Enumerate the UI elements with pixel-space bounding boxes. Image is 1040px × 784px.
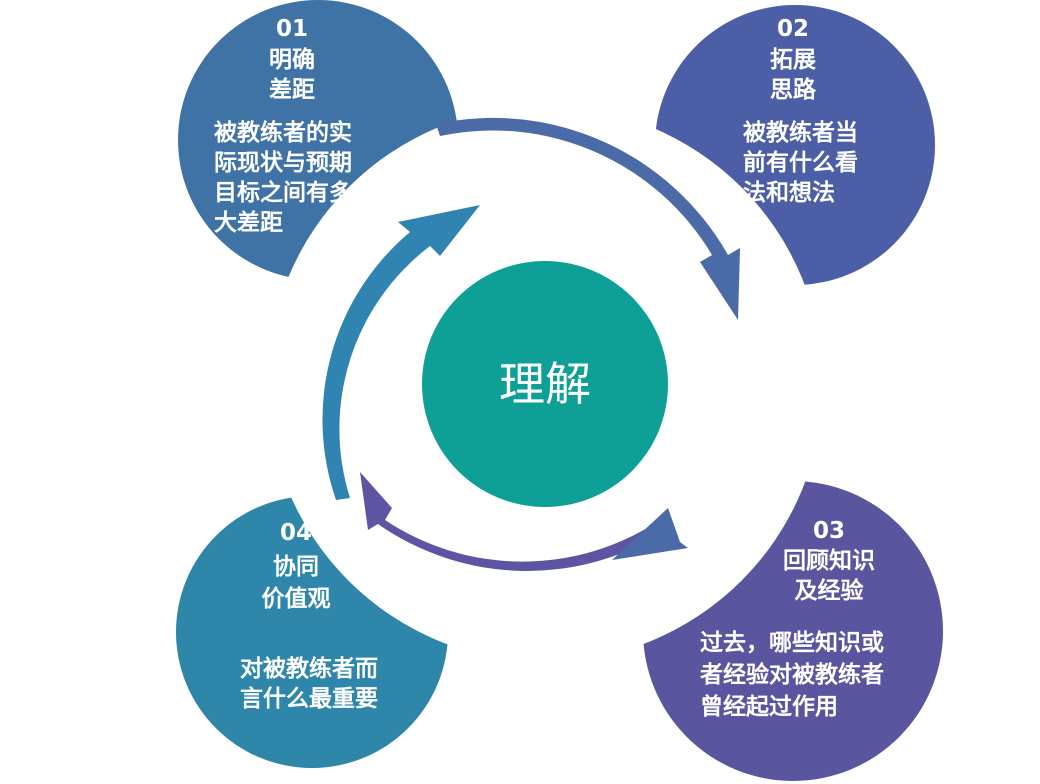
step-01-desc-line-1: 被教练者的实 bbox=[214, 119, 352, 146]
step-02-title-line-1: 拓展 bbox=[770, 47, 816, 73]
step-02-number: 02 bbox=[777, 16, 809, 42]
step-01-desc-line-2: 际现状与预期 bbox=[214, 149, 352, 176]
step-03-title-line-2: 及经验 bbox=[795, 577, 864, 604]
step-01-desc-line-3: 目标之间有多 bbox=[214, 179, 352, 206]
step-01-title-line-1: 明确 bbox=[269, 47, 315, 73]
arrow-lower-right-head bbox=[612, 508, 688, 560]
step-02-desc-line-1: 被教练者当 bbox=[743, 119, 858, 146]
step-04-title-line-2: 价值观 bbox=[262, 585, 331, 612]
step-04-title-line-1: 协同 bbox=[273, 554, 319, 580]
step-03-desc-line-1: 过去，哪些知识或 bbox=[700, 629, 884, 656]
step-01-desc-line-4: 大差距 bbox=[214, 209, 283, 236]
step-04-desc-line-1: 对被教练者而 bbox=[240, 655, 378, 682]
step-02-desc-line-2: 前有什么看 bbox=[743, 149, 858, 176]
arrow-left-cycle bbox=[322, 205, 480, 500]
center-circle bbox=[422, 261, 668, 507]
step-04-desc-line-2: 言什么最重要 bbox=[240, 685, 378, 712]
center-label: 理解 bbox=[499, 357, 591, 411]
step-02-desc-line-3: 法和想法 bbox=[743, 180, 835, 206]
step-03-desc-line-2: 者经验对被教练者 bbox=[699, 661, 884, 688]
step-03-desc-line-3: 曾经起过作用 bbox=[700, 693, 838, 720]
step-01-title-line-2: 差距 bbox=[269, 76, 315, 103]
arrow-bottom-cycle bbox=[360, 472, 664, 571]
step-03-number: 03 bbox=[813, 518, 845, 544]
step-01: 01 明确 差距 被教练者的实 际现状与预期 目标之间有多 大差距 bbox=[178, 0, 458, 280]
step-02-title-line-2: 思路 bbox=[770, 76, 817, 103]
step-01-number: 01 bbox=[276, 16, 308, 42]
step-03-title-line-1: 回顾知识 bbox=[783, 547, 875, 574]
